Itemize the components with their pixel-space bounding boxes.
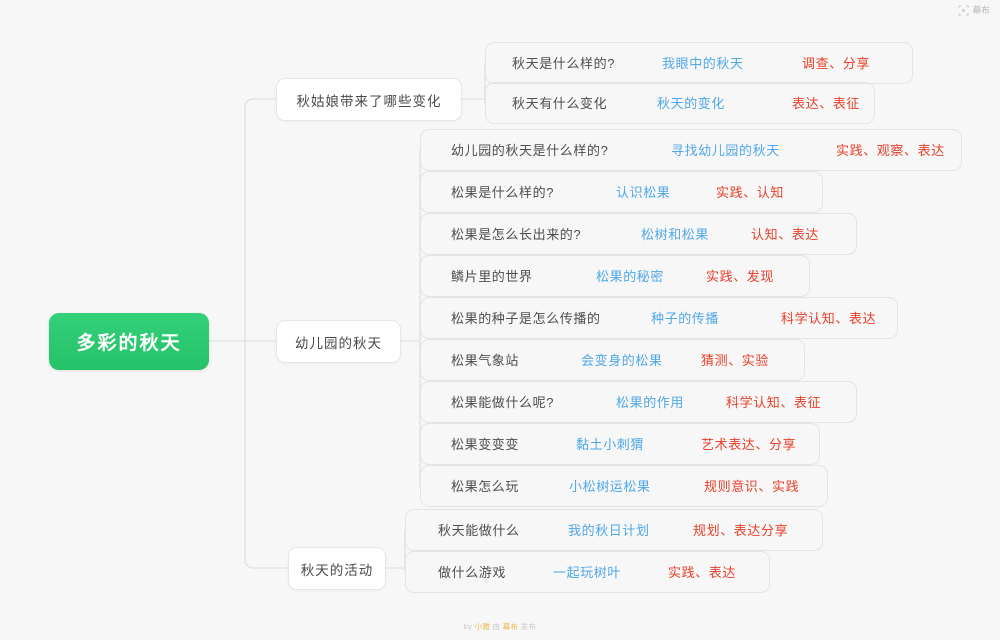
leaf-title: 松果气象站 (451, 352, 520, 368)
root-node[interactable]: 多彩的秋天 (49, 313, 209, 370)
leaf-title: 松果能做什么呢? (451, 394, 555, 410)
leaf-theme: 寻找幼儿园的秋天 (671, 142, 780, 158)
leaf-row[interactable]: 松果变变变 黏土小刺猬 艺术表达、分享 (420, 423, 820, 465)
leaf-goal: 认知、表达 (751, 226, 820, 242)
leaf-title: 松果是什么样的? (451, 184, 555, 200)
branch-node-3[interactable]: 秋天的活动 (288, 547, 386, 590)
footer-brand[interactable]: 幕布 (502, 622, 519, 631)
leaf-theme: 认识松果 (616, 184, 671, 200)
footer-prefix: by (463, 622, 475, 631)
footer-middle: 由 (490, 622, 503, 631)
leaf-theme: 一起玩树叶 (553, 564, 622, 580)
leaf-goal: 艺术表达、分享 (701, 436, 797, 452)
leaf-goal: 规则意识、实践 (704, 478, 800, 494)
leaf-theme: 小松树运松果 (569, 478, 651, 494)
leaf-theme: 会变身的松果 (581, 352, 663, 368)
leaf-title: 秋天是什么样的? (512, 55, 616, 71)
leaf-row[interactable]: 做什么游戏 一起玩树叶 实践、表达 (405, 551, 770, 593)
leaf-title: 秋天有什么变化 (512, 95, 608, 111)
leaf-title: 松果的种子是怎么传播的 (451, 310, 601, 326)
leaf-row[interactable]: 松果能做什么呢? 松果的作用 科学认知、表征 (420, 381, 857, 423)
branch-node-3-label: 秋天的活动 (300, 562, 374, 578)
leaf-title: 松果是怎么长出来的? (451, 226, 582, 242)
leaf-row[interactable]: 幼儿园的秋天是什么样的? 寻找幼儿园的秋天 实践、观察、表达 (420, 129, 962, 171)
leaf-title: 秋天能做什么 (438, 522, 520, 538)
leaf-theme: 我的秋日计划 (568, 522, 650, 538)
leaf-title: 松果变变变 (451, 436, 520, 452)
leaf-goal: 科学认知、表征 (726, 394, 822, 410)
leaf-goal: 规划、表达分享 (693, 522, 789, 538)
fullscreen-icon[interactable] (958, 4, 969, 16)
leaf-row[interactable]: 秋天有什么变化 秋天的变化 表达、表征 (485, 82, 875, 124)
branch-node-1-label: 秋姑娘带来了哪些变化 (296, 93, 442, 109)
leaf-row[interactable]: 松果是怎么长出来的? 松树和松果 认知、表达 (420, 213, 857, 255)
leaf-goal: 表达、表征 (792, 95, 861, 111)
leaf-title: 松果怎么玩 (451, 478, 520, 494)
branch-node-2[interactable]: 幼儿园的秋天 (276, 320, 401, 363)
leaf-theme: 黏土小刺猬 (576, 436, 645, 452)
leaf-row[interactable]: 鳞片里的世界 松果的秘密 实践、发现 (420, 255, 810, 297)
watermark-label: 幕布 (972, 5, 990, 15)
leaf-row[interactable]: 松果是什么样的? 认识松果 实践、认知 (420, 171, 823, 213)
leaf-row[interactable]: 秋天能做什么 我的秋日计划 规划、表达分享 (405, 509, 823, 551)
leaf-row[interactable]: 秋天是什么样的? 我眼中的秋天 调查、分享 (485, 42, 913, 84)
leaf-theme: 松果的作用 (616, 394, 685, 410)
leaf-row[interactable]: 松果怎么玩 小松树运松果 规则意识、实践 (420, 465, 828, 507)
leaf-theme: 种子的传播 (651, 310, 720, 326)
leaf-title: 鳞片里的世界 (451, 268, 533, 284)
watermark-bar: 幕布 (0, 0, 1000, 20)
branch-node-2-label: 幼儿园的秋天 (295, 335, 382, 351)
root-node-label: 多彩的秋天 (76, 333, 182, 354)
footer-credit: by 小雅 由 幕布 发布 (0, 621, 1000, 632)
footer-suffix: 发布 (518, 622, 537, 631)
leaf-goal: 科学认知、表达 (781, 310, 877, 326)
leaf-goal: 实践、发现 (706, 268, 775, 284)
leaf-theme: 松树和松果 (641, 226, 710, 242)
leaf-goal: 猜测、实验 (701, 352, 770, 368)
leaf-goal: 实践、表达 (668, 564, 737, 580)
leaf-row[interactable]: 松果气象站 会变身的松果 猜测、实验 (420, 339, 805, 381)
leaf-goal: 实践、观察、表达 (836, 142, 945, 158)
leaf-title: 做什么游戏 (438, 564, 507, 580)
leaf-goal: 实践、认知 (716, 184, 785, 200)
branch-node-1[interactable]: 秋姑娘带来了哪些变化 (276, 78, 462, 121)
leaf-goal: 调查、分享 (802, 55, 871, 71)
leaf-theme: 我眼中的秋天 (662, 55, 744, 71)
leaf-theme: 秋天的变化 (657, 95, 726, 111)
leaf-row[interactable]: 松果的种子是怎么传播的 种子的传播 科学认知、表达 (420, 297, 898, 339)
leaf-title: 幼儿园的秋天是什么样的? (451, 142, 609, 158)
footer-author: 小雅 (474, 622, 491, 631)
leaf-theme: 松果的秘密 (596, 268, 665, 284)
